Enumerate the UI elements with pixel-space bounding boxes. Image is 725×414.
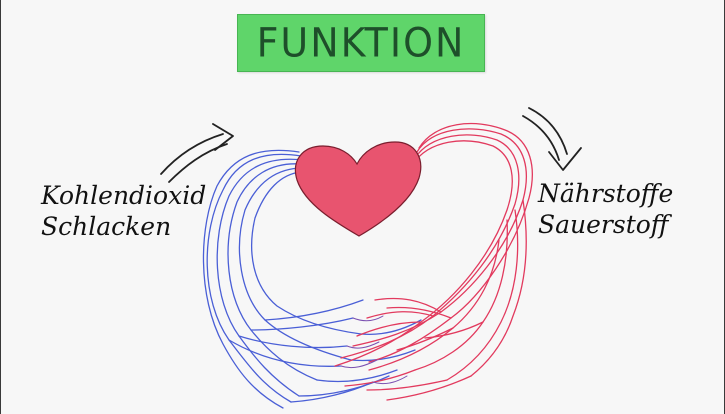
heart-icon: [295, 142, 420, 236]
label-kohlendioxid: Kohlendioxid: [41, 180, 206, 211]
label-naehrstoffe: Nährstoffe: [538, 178, 673, 209]
title-card: FUNKTION: [237, 14, 485, 72]
label-schlacken: Schlacken: [41, 211, 206, 242]
label-returning: Kohlendioxid Schlacken: [41, 180, 206, 243]
arrow-in-icon: [161, 124, 233, 182]
page-title: FUNKTION: [257, 23, 466, 63]
arrow-out-icon: [523, 108, 581, 170]
label-delivering: Nährstoffe Sauerstoff: [538, 178, 673, 241]
label-sauerstoff: Sauerstoff: [538, 209, 673, 240]
